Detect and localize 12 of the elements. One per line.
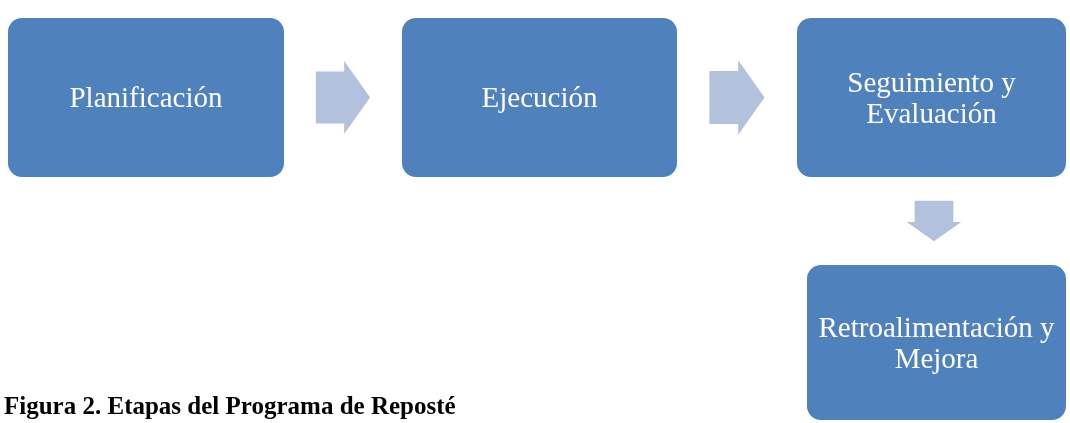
- step-label: Planificación: [69, 82, 223, 113]
- block-arrow: [906, 200, 962, 242]
- step-label: Retroalimentación y Mejora: [817, 312, 1056, 373]
- process-box: [807, 265, 1066, 420]
- process-box: [797, 18, 1066, 177]
- block-arrow: [315, 60, 371, 135]
- step-label: Seguimiento y Evaluación: [846, 67, 1017, 128]
- process-box: [402, 18, 677, 177]
- figure-caption: Figura 2. Etapas del Programa de Reposté: [4, 392, 456, 420]
- block-arrow: [709, 60, 765, 135]
- step-label: Ejecución: [481, 82, 598, 113]
- process-box: [8, 18, 284, 177]
